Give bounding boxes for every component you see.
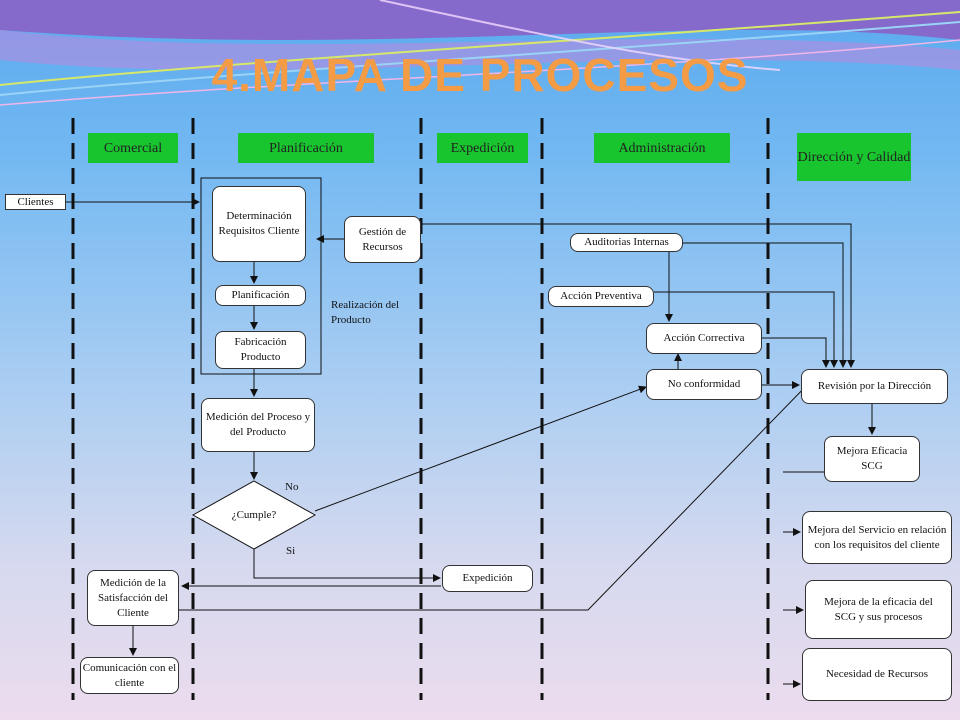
label-no: No (285, 481, 299, 493)
lane-expedicion: Expedición (437, 133, 528, 163)
node-accion-preventiva: Acción Preventiva (548, 286, 654, 307)
page-title: 4.MAPA DE PROCESOS (211, 49, 749, 101)
lane-administracion: Administración (594, 133, 730, 163)
label-realizacion-producto: Realización del Producto (331, 299, 400, 326)
node-mejora-servicio: Mejora del Servicio en relación con los … (802, 511, 952, 564)
lane-direccion-calidad: Dirección y Calidad (797, 133, 911, 181)
node-expedicion: Expedición (442, 565, 533, 592)
node-determinacion-requisitos: Determinación Requisitos Cliente (212, 186, 306, 262)
node-accion-correctiva: Acción Correctiva (646, 323, 762, 354)
decorative-waves (0, 0, 960, 106)
label-si: Si (286, 545, 296, 557)
node-no-conformidad: No conformidad (646, 369, 762, 400)
node-gestion-recursos: Gestión de Recursos (344, 216, 421, 263)
node-clientes: Clientes (5, 194, 66, 210)
node-auditorias-internas: Auditorias Internas (570, 233, 683, 252)
node-necesidad-recursos: Necesidad de Recursos (802, 648, 952, 701)
decision-cumple: ¿Cumple? (231, 509, 277, 521)
node-mejora-eficacia: Mejora Eficacia SCG (824, 436, 920, 482)
node-medicion-proceso: Medición del Proceso y del Producto (201, 398, 315, 452)
node-fabricacion-producto: Fabricación Producto (215, 331, 306, 369)
node-mejora-eficacia-scg: Mejora de la eficacia del SCG y sus proc… (805, 580, 952, 639)
lane-planificacion: Planificación (238, 133, 374, 163)
node-medicion-satisfaccion: Medición de la Satisfacción del Cliente (87, 570, 179, 626)
lane-comercial: Comercial (88, 133, 178, 163)
node-planificacion: Planificación (215, 285, 306, 306)
node-comunicacion-cliente: Comunicación con el cliente (80, 657, 179, 694)
node-revision-direccion: Revisión por la Dirección (801, 369, 948, 404)
